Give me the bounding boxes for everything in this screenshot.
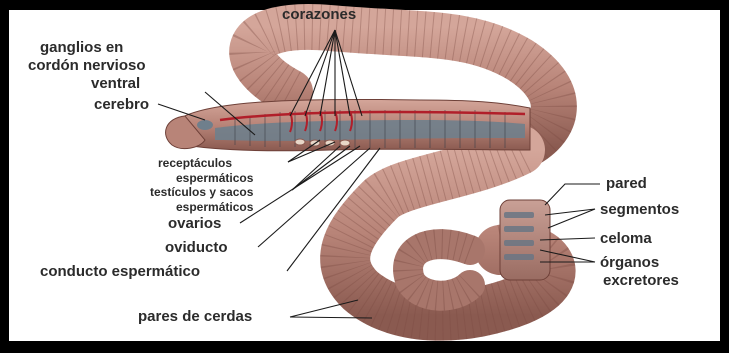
brain (197, 120, 213, 130)
label-oviducto: oviducto (165, 240, 228, 255)
label-conducto-espermatico: conducto espermático (40, 264, 200, 279)
label-pares-de-cerdas: pares de cerdas (138, 309, 252, 324)
label-pared: pared (606, 176, 647, 191)
label-corazones: corazones (282, 7, 356, 22)
label-organos-line2: excretores (603, 273, 679, 288)
label-ovarios: ovarios (168, 216, 221, 231)
label-receptaculos-line1: receptáculos (158, 157, 232, 169)
label-ganglios-line3: ventral (91, 76, 140, 91)
label-testiculos-line1: testículos y sacos (150, 186, 253, 198)
label-celoma: celoma (600, 231, 652, 246)
label-ganglios-line1: ganglios en (40, 40, 123, 55)
label-testiculos-line2: espermáticos (176, 201, 253, 213)
label-cerebro: cerebro (94, 97, 149, 112)
label-receptaculos-line2: espermáticos (176, 172, 253, 184)
label-organos-line1: órganos (600, 255, 659, 270)
label-segmentos: segmentos (600, 202, 679, 217)
label-ganglios-line2: cordón nervioso (28, 58, 146, 73)
